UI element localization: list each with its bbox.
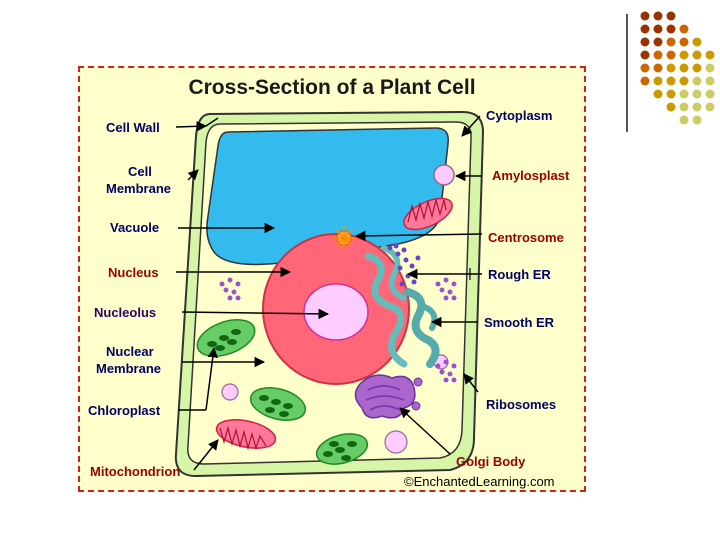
credit-text: ©EnchantedLearning.com <box>404 474 555 489</box>
label-chloroplast: Chloroplast <box>88 403 161 418</box>
dot-row-4 <box>640 50 715 60</box>
chloroplast-2 <box>249 387 307 421</box>
arrow-centrosome <box>354 230 483 242</box>
plant-cell-diagram: Cell Wall Cell Membrane Vacuole Nucleus … <box>88 108 570 489</box>
dot-row-3 <box>640 37 702 47</box>
label-cell-membrane-line1: Cell <box>128 164 152 179</box>
vesicle-2 <box>384 430 408 454</box>
dot-row-2 <box>640 24 689 34</box>
label-centrosome: Centrosome <box>488 230 564 245</box>
arrow-golgi-body <box>399 407 451 455</box>
decorative-dot-grid <box>640 11 715 125</box>
arrow-mitochondrion <box>193 439 219 471</box>
nucleus <box>262 233 410 385</box>
label-nuclear-membrane-line1: Nuclear <box>106 344 154 359</box>
label-mitochondrion: Mitochondrion <box>90 464 180 479</box>
label-cell-membrane-line2: Membrane <box>106 181 171 196</box>
label-vacuole: Vacuole <box>110 220 159 235</box>
mitochondrion-bottom <box>215 419 277 451</box>
label-golgi-body: Golgi Body <box>456 454 526 469</box>
ribosome-cluster-left <box>219 277 241 301</box>
label-rough-er: Rough ER <box>488 267 551 282</box>
ribosome-cluster-lower <box>435 359 457 383</box>
amylosplast <box>433 164 455 186</box>
label-cytoplasm: Cytoplasm <box>486 108 552 123</box>
decorative-vertical-line <box>626 14 628 132</box>
dot-row-7 <box>653 89 715 99</box>
centrosome <box>332 226 356 250</box>
arrow-cytoplasm <box>461 115 481 137</box>
diagram-title: Cross-Section of a Plant Cell <box>188 76 476 99</box>
dot-row-5 <box>640 63 715 73</box>
arrow-nucleolus <box>181 308 330 320</box>
dot-row-6 <box>640 76 715 86</box>
pointer-arrows <box>175 115 483 471</box>
arrow-cell-membrane <box>187 169 199 181</box>
nucleolus <box>303 283 369 341</box>
label-amylosplast: Amylosplast <box>492 168 570 183</box>
mitochondrion-top <box>403 197 453 231</box>
vesicle-1 <box>221 383 239 401</box>
label-ribosomes: Ribosomes <box>486 397 556 412</box>
arrow-cell-wall-tail <box>205 117 219 127</box>
ribosome-cluster-right <box>435 277 457 301</box>
dot-row-8 <box>666 102 715 112</box>
dot-row-1 <box>640 11 676 21</box>
dot-row-9 <box>679 115 702 125</box>
arrow-cell-wall <box>175 121 208 132</box>
label-nuclear-membrane-line2: Membrane <box>96 361 161 376</box>
label-nucleus: Nucleus <box>108 265 159 280</box>
arrow-ribosomes <box>463 373 479 393</box>
label-cell-wall: Cell Wall <box>106 120 160 135</box>
chloroplast-3 <box>315 433 369 465</box>
label-nucleolus: Nucleolus <box>94 305 156 320</box>
arrow-chloroplast <box>205 346 218 411</box>
label-smooth-er: Smooth ER <box>484 315 555 330</box>
